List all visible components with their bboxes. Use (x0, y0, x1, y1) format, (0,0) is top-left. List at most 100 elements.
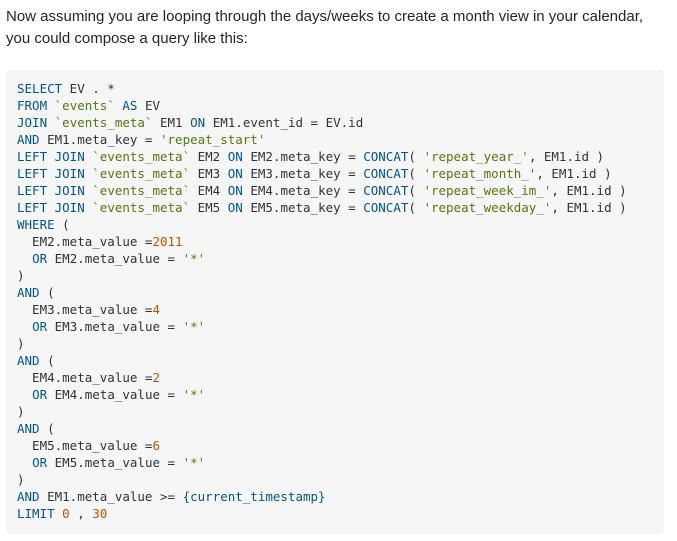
code-token: OR (32, 455, 48, 470)
code-token: 6 (152, 438, 160, 453)
code-line: AND EM1.meta_value >= {current_timestamp… (17, 489, 326, 504)
code-line: JOIN `events_meta` EM1 ON EM1.event_id =… (17, 115, 363, 130)
code-token: ( (408, 200, 424, 215)
code-token: 2011 (152, 234, 183, 249)
code-token: , EM1.id ) (551, 183, 627, 198)
code-token: OR (32, 387, 48, 402)
code-token: EM2.meta_value = (47, 251, 183, 266)
code-token: EM4.meta_key = (242, 183, 364, 198)
code-token: EM2 (190, 149, 228, 164)
code-token: EM3.meta_value = (47, 319, 183, 334)
code-token: , EM1.id ) (528, 149, 605, 164)
code-token: EM5 (190, 200, 228, 215)
code-token: OR (32, 319, 48, 334)
intro-paragraph: Now assuming you are looping through the… (6, 8, 644, 47)
code-token: ( (408, 183, 424, 198)
code-token (17, 455, 32, 470)
code-line: EM4.meta_value =2 (17, 370, 160, 385)
code-token: ) (17, 268, 25, 283)
code-line: AND ( (17, 285, 55, 300)
code-line: WHERE ( (17, 217, 70, 232)
code-token: AND (17, 132, 40, 147)
code-line: LEFT JOIN `events_meta` EM3 ON EM3.meta_… (17, 166, 612, 181)
code-token: AND (17, 421, 40, 436)
code-token: EM5.meta_value = (17, 438, 153, 453)
code-line: EM5.meta_value =6 (17, 438, 160, 453)
code-token: WHERE (17, 217, 55, 232)
code-token: EM4.meta_value = (17, 370, 153, 385)
code-token: EM4 (190, 183, 228, 198)
code-token: ( (39, 421, 55, 436)
code-token: , EM1.id ) (536, 166, 612, 181)
code-token: LEFT JOIN (17, 183, 85, 198)
code-token: ON (227, 149, 243, 164)
code-token (17, 387, 32, 402)
code-token: ON (227, 183, 243, 198)
code-token: '*' (182, 319, 206, 334)
code-token: EM1.meta_value >= (39, 489, 183, 504)
code-line: AND EM1.meta_key = 'repeat_start' (17, 132, 265, 147)
code-line: LEFT JOIN `events_meta` EM5 ON EM5.meta_… (17, 200, 627, 215)
code-line: LEFT JOIN `events_meta` EM4 ON EM4.meta_… (17, 183, 627, 198)
code-token: ON (227, 200, 243, 215)
code-token: LIMIT (17, 506, 55, 521)
code-token: ON (190, 115, 206, 130)
code-line: ) (17, 472, 25, 487)
code-token: EM4.meta_value = (47, 387, 183, 402)
code-token: AS (122, 98, 138, 113)
code-line: AND ( (17, 421, 55, 436)
code-token: SELECT (17, 81, 63, 96)
code-token: AND (17, 285, 40, 300)
code-token: 0 (62, 506, 70, 521)
code-line: LIMIT 0 , 30 (17, 506, 107, 521)
code-token: FROM (17, 98, 48, 113)
code-token: EM3 (190, 166, 228, 181)
code-token: '*' (182, 387, 206, 402)
code-token: EM3.meta_key = (242, 166, 364, 181)
code-token: 4 (152, 302, 160, 317)
code-token: 'repeat_year_' (423, 149, 529, 164)
code-token: CONCAT (363, 149, 409, 164)
code-token: ( (39, 285, 55, 300)
code-token: ( (39, 353, 55, 368)
code-token: ) (17, 336, 25, 351)
code-token: JOIN (17, 115, 48, 130)
code-token (17, 251, 32, 266)
code-token (47, 115, 55, 130)
code-token: EM5.meta_value = (47, 455, 183, 470)
code-token: AND (17, 489, 40, 504)
code-token: EM3.meta_value = (17, 302, 153, 317)
code-token: ON (227, 166, 243, 181)
code-token: '*' (182, 251, 206, 266)
code-token: ( (54, 217, 70, 232)
code-token: EM5.meta_key = (242, 200, 364, 215)
code-token: EM1 (152, 115, 191, 130)
code-token: CONCAT (363, 166, 409, 181)
code-token: 30 (92, 506, 108, 521)
code-token: 'repeat_weekday_' (423, 200, 552, 215)
code-line: SELECT EV . * (17, 81, 115, 96)
code-token: ( (408, 166, 424, 181)
code-token: EM2.meta_key = (242, 149, 364, 164)
code-line: FROM `events` AS EV (17, 98, 160, 113)
code-token: {current_timestamp} (182, 489, 326, 504)
code-token: 'repeat_start' (160, 132, 266, 147)
code-token: `events_meta` (92, 166, 191, 181)
code-token: EM1.meta_key = (39, 132, 160, 147)
code-token: ) (17, 472, 25, 487)
code-token: OR (32, 251, 48, 266)
code-token: EM1.event_id = EV.id (205, 115, 364, 130)
code-token: 'repeat_week_im_' (423, 183, 552, 198)
code-line: ) (17, 336, 25, 351)
code-token: , (69, 506, 93, 521)
code-token: EV (137, 98, 161, 113)
code-token: LEFT JOIN (17, 200, 85, 215)
code-line: EM3.meta_value =4 (17, 302, 160, 317)
code-token: LEFT JOIN (17, 149, 85, 164)
code-line: AND ( (17, 353, 55, 368)
code-token: AND (17, 353, 40, 368)
code-line: OR EM2.meta_value = '*' (17, 251, 205, 266)
code-token: '*' (182, 455, 206, 470)
code-token: ) (17, 404, 25, 419)
code-token: 'repeat_month_' (423, 166, 537, 181)
